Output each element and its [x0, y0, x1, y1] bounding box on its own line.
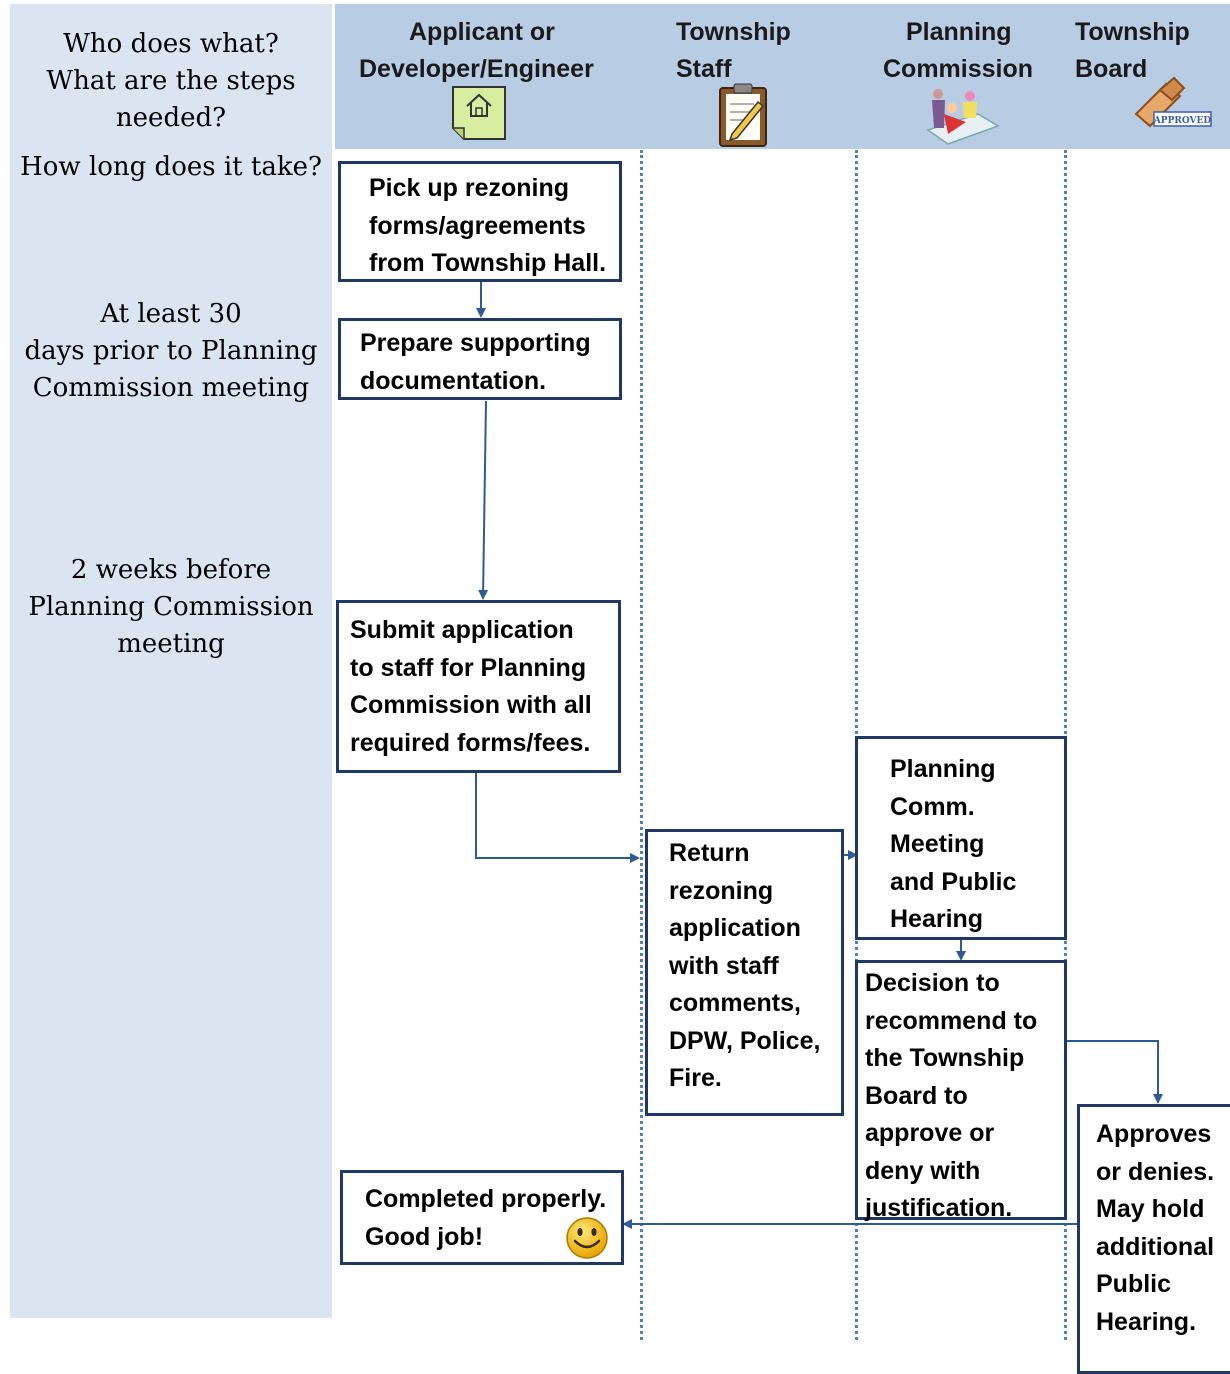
step6-line6: deny with: [865, 1156, 981, 1185]
arrow-step2-to-step3: [478, 400, 489, 600]
step4-line5: comments,: [669, 989, 801, 1017]
lane-board-title-line2: Board: [1075, 55, 1148, 83]
step5-line2: Comm.: [890, 792, 975, 821]
question-how-long: How long does it take?: [20, 152, 322, 182]
step3-line2: to staff for Planning: [350, 653, 587, 682]
step3-line3: Commission with all: [350, 691, 592, 719]
step6-line2: recommend to: [865, 1006, 1038, 1035]
step-decision-to-recommend: Decision to recommend to the Township Bo…: [855, 960, 1067, 1222]
step2-line2: documentation.: [360, 366, 547, 395]
step1-line3: from Township Hall.: [369, 249, 607, 277]
lane-staff-title: Township: [676, 18, 791, 46]
step8-line1: Completed properly.: [365, 1185, 607, 1213]
step7-line5: Public: [1096, 1270, 1172, 1298]
step-submit-application: Submit application to staff for Planning…: [336, 600, 621, 773]
step4-line7: Fire.: [669, 1064, 722, 1092]
step6-line1: Decision to: [865, 969, 1000, 997]
step5-line5: Hearing: [890, 905, 984, 933]
step-board-approves-or-denies: Approves or denies. May hold additional …: [1077, 1104, 1230, 1374]
step6-line7: justification.: [865, 1194, 1013, 1222]
timing-2-weeks: 2 weeks before: [70, 555, 272, 585]
step1-line1: Pick up rezoning: [369, 174, 570, 202]
smiley-face-icon: [566, 1217, 608, 1259]
clipboard-icon: [719, 83, 767, 147]
step4-line3: application: [669, 914, 801, 942]
timing-2-weeks-line3: meeting: [117, 629, 225, 659]
lane-divider-staff: [640, 150, 643, 1340]
step5-line3: Meeting: [890, 830, 985, 858]
arrow-step6-to-step7: [1066, 1040, 1163, 1104]
question-steps: What are the steps: [46, 66, 296, 96]
step3-line4: required forms/fees.: [350, 728, 591, 757]
approved-stamp-text: APPROVED: [1153, 116, 1212, 126]
step7-line4: additional: [1096, 1232, 1215, 1261]
step-prepare-documentation: Prepare supporting documentation.: [338, 318, 622, 400]
approved-stamp-icon: APPROVED: [1134, 76, 1212, 128]
step-completed-properly: Completed properly. Good job!: [340, 1170, 624, 1265]
step7-line6: Hearing.: [1096, 1307, 1197, 1336]
arrow-step3-to-step4: [475, 773, 640, 863]
step6-line3: the Township: [865, 1044, 1025, 1072]
question-needed: needed?: [115, 103, 227, 133]
timing-30-days-line2: days prior to Planning: [24, 336, 318, 366]
lane-commission-title-line2: Commission: [883, 55, 1034, 83]
meeting-people-icon: [926, 89, 1000, 145]
step4-line1: Return: [669, 839, 750, 867]
step4-line4: with staff: [669, 951, 779, 980]
step5-line1: Planning: [890, 755, 996, 783]
timing-30-days-line3: Commission meeting: [32, 373, 310, 403]
step6-line4: Board to: [865, 1081, 968, 1110]
step3-line1: Submit application: [350, 616, 574, 644]
step8-line2: Good job!: [365, 1222, 484, 1251]
step4-line2: rezoning: [669, 876, 774, 905]
step4-line6: DPW, Police,: [669, 1026, 821, 1055]
step7-line3: May hold: [1096, 1195, 1205, 1223]
step-pick-up-forms: Pick up rezoning forms/agreements from T…: [338, 161, 622, 282]
time-column: [10, 4, 332, 1318]
lane-applicant-title: Applicant or: [409, 18, 555, 46]
step7-line2: or denies.: [1096, 1157, 1215, 1186]
step1-line2: forms/agreements: [369, 211, 586, 240]
step7-line1: Approves: [1096, 1120, 1212, 1148]
step-planning-commission-meeting: Planning Comm. Meeting and Public Hearin…: [855, 736, 1067, 940]
question-who: Who does what?: [63, 29, 279, 59]
step-return-with-staff-comments: Return rezoning application with staff c…: [645, 829, 844, 1116]
lane-board-title: Township: [1075, 18, 1190, 46]
step2-line1: Prepare supporting: [360, 329, 591, 357]
step5-line4: and Public: [890, 867, 1017, 896]
lane-applicant-title-line2: Developer/Engineer: [359, 55, 594, 83]
timing-2-weeks-line2: Planning Commission: [28, 592, 314, 622]
lane-commission-title: Planning: [906, 18, 1012, 46]
step6-line5: approve or: [865, 1119, 995, 1147]
timing-30-days: At least 30: [100, 299, 242, 329]
lane-staff-title-line2: Staff: [676, 55, 732, 83]
house-note-icon: [452, 86, 506, 140]
